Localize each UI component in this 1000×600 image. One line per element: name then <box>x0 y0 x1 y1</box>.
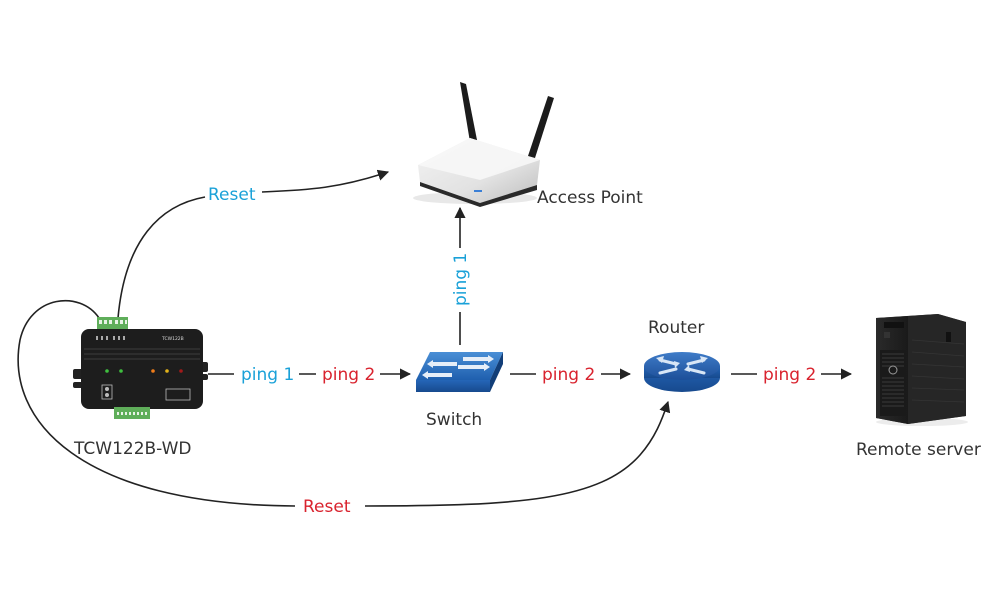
router-icon[interactable] <box>644 352 720 392</box>
ping1-vertical-label: ping 1 <box>451 253 471 306</box>
reset-router-wire <box>17 299 296 507</box>
reset-router-wire-arrow <box>364 400 671 507</box>
controller-device-icon[interactable]: TCW122B <box>73 317 208 419</box>
ping2-label: ping 2 <box>322 365 375 385</box>
reset-ap-wire-arrow <box>261 169 390 193</box>
access-point-icon[interactable] <box>413 82 554 207</box>
controller-label: TCW122B-WD <box>73 439 192 459</box>
ping2-label: ping 2 <box>542 365 595 385</box>
router-label: Router <box>648 318 704 338</box>
svg-text:TCW122B: TCW122B <box>161 336 184 342</box>
server-label: Remote server <box>856 440 981 460</box>
reset-ap-wire <box>117 196 206 319</box>
reset-router-label: Reset <box>303 497 351 517</box>
ping1-label: ping 1 <box>241 365 294 385</box>
switch-label: Switch <box>426 410 482 430</box>
access-point-label: Access Point <box>537 188 643 208</box>
ping2-label: ping 2 <box>763 365 816 385</box>
server-icon[interactable] <box>876 314 968 426</box>
switch-icon[interactable] <box>416 352 503 392</box>
reset-ap-label: Reset <box>208 185 256 205</box>
